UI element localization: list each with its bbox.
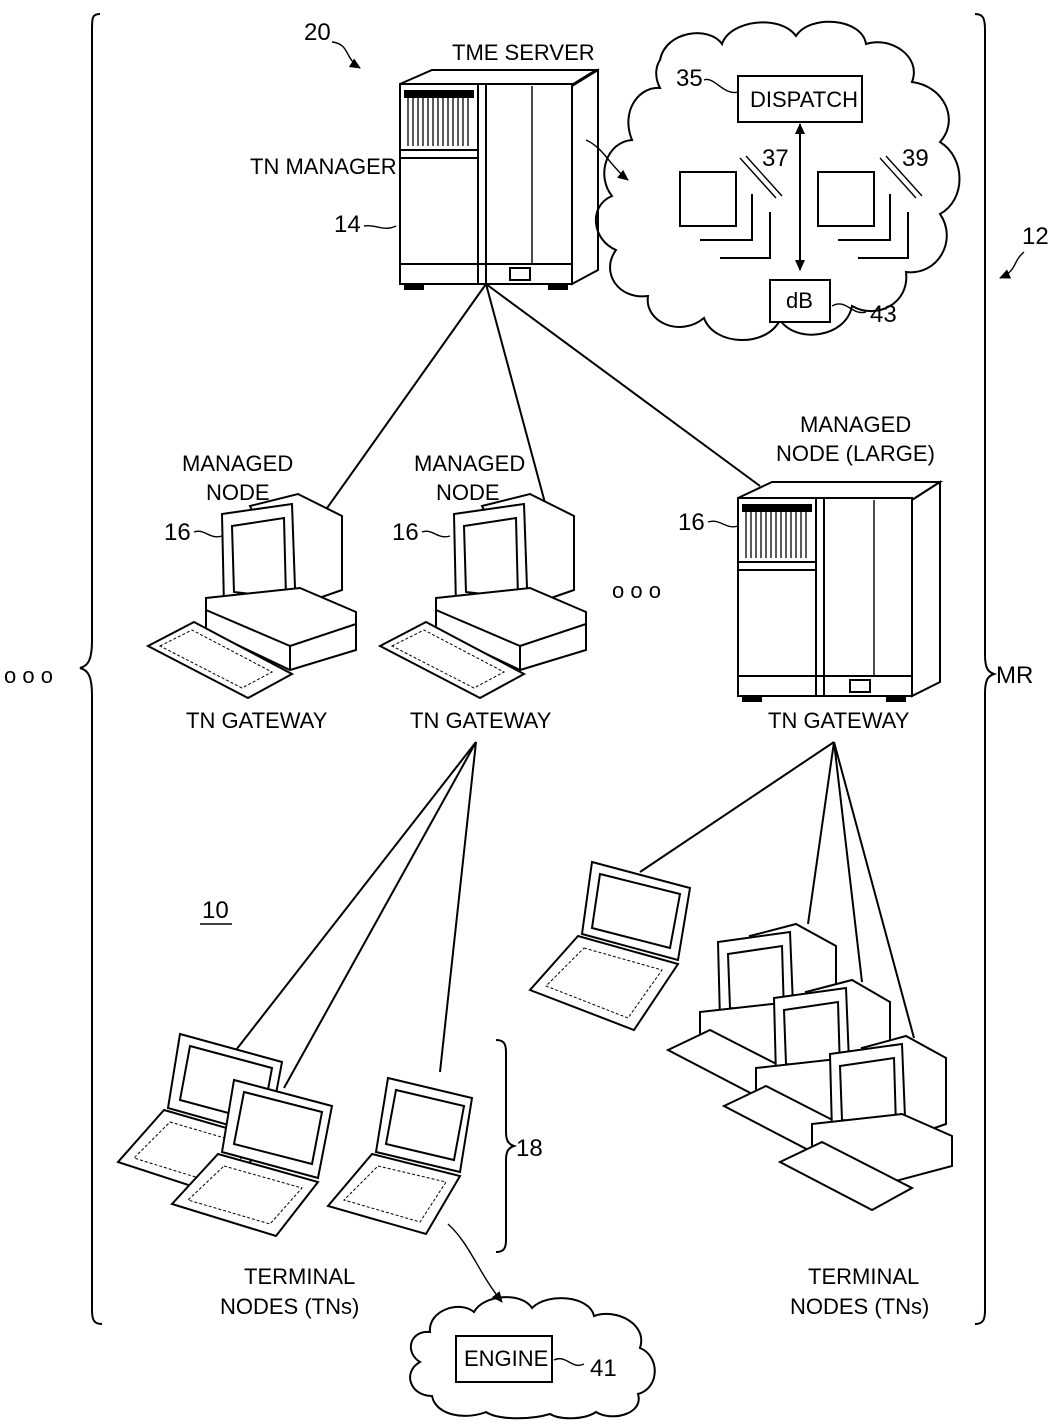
- managed-node-3-large-tower: [737, 480, 944, 702]
- laptop-left-2: [170, 1078, 334, 1238]
- managed-node-1-ref: 16: [164, 519, 191, 546]
- ref-18: 18: [516, 1135, 543, 1162]
- dispatch-cloud: DISPATCH 35 dB 43 37 39: [595, 20, 961, 341]
- server-title: TME SERVER: [452, 40, 595, 65]
- ref-37: 37: [762, 145, 789, 172]
- managed-node-1-title-line1: MANAGED: [182, 451, 293, 476]
- managed-node-1-title-line2: NODE: [206, 480, 270, 505]
- engine-ref: 41: [590, 1355, 617, 1382]
- managed-node-1-gateway: TN GATEWAY: [186, 708, 328, 733]
- managed-node-3-title-line2: NODE (LARGE): [776, 441, 935, 466]
- managed-node-2-ref: 16: [392, 519, 419, 546]
- laptop-to-engine-arrow: [447, 1223, 503, 1303]
- dispatch-label: DISPATCH: [750, 87, 858, 112]
- gateway-3-connections: [639, 741, 915, 1039]
- left-ellipsis: o o o: [4, 663, 53, 688]
- terminal-group-right-line1: TERMINAL: [808, 1264, 919, 1289]
- ref-10: 10: [202, 897, 229, 924]
- managed-node-2-ref-leader: [421, 530, 451, 538]
- server-connections: [319, 283, 761, 519]
- gateway-2-connections: [235, 741, 477, 1089]
- dispatch-box: [737, 75, 863, 123]
- left-brace: [79, 13, 103, 1325]
- managed-node-2-title-line2: NODE: [436, 480, 500, 505]
- engine-cloud: ENGINE 41: [409, 1296, 656, 1420]
- right-brace: [974, 13, 998, 1325]
- server-manager-label: TN MANAGER: [250, 154, 397, 179]
- terminal-group-left-line1: TERMINAL: [244, 1264, 355, 1289]
- engine-label: ENGINE: [464, 1346, 548, 1371]
- mr-label: MR: [996, 662, 1033, 689]
- managed-node-2-gateway: TN GATEWAY: [410, 708, 552, 733]
- ref-39-slash: [879, 155, 923, 199]
- ref-37-slash: [739, 155, 783, 199]
- tme-server-tower: [399, 68, 600, 290]
- engine-box: [455, 1335, 553, 1383]
- middle-ellipsis: o o o: [612, 578, 661, 603]
- stacked-documents-right: [817, 171, 909, 259]
- workstation-right-1: [665, 922, 841, 1100]
- stacked-documents-left: [679, 171, 771, 259]
- db-ref-leader: [831, 303, 867, 314]
- ref-20-arrow: [331, 41, 361, 69]
- server-ref: 14: [334, 211, 361, 238]
- db-ref: 43: [870, 301, 897, 328]
- ref-20: 20: [304, 19, 331, 46]
- managed-node-1-ref-leader: [193, 530, 223, 538]
- terminal-group-right-line2: NODES (TNs): [790, 1294, 929, 1319]
- workstation-right-3: [777, 1034, 953, 1212]
- dispatch-ref-leader: [703, 78, 739, 94]
- engine-ref-leader: [553, 1357, 585, 1367]
- laptop-left-3: [326, 1076, 474, 1236]
- managed-node-3-ref: 16: [678, 509, 705, 536]
- dispatch-ref: 35: [676, 65, 703, 92]
- server-ref-leader: [363, 224, 397, 229]
- laptop-right: [528, 860, 692, 1032]
- managed-node-3-title-line1: MANAGED: [800, 412, 911, 437]
- db-box: [769, 279, 831, 323]
- terminal-group-left-line2: NODES (TNs): [220, 1294, 359, 1319]
- bracket-18: [495, 1039, 518, 1253]
- managed-node-3-gateway: TN GATEWAY: [768, 708, 910, 733]
- ref-12: 12: [1022, 223, 1049, 250]
- managed-node-1-workstation: [145, 492, 357, 700]
- ref-39: 39: [902, 145, 929, 172]
- managed-node-2-workstation: [377, 492, 587, 700]
- ref-12-arrow: [999, 251, 1025, 279]
- managed-node-2-title-line1: MANAGED: [414, 451, 525, 476]
- managed-node-3-ref-leader: [707, 520, 739, 528]
- db-label: dB: [786, 288, 813, 313]
